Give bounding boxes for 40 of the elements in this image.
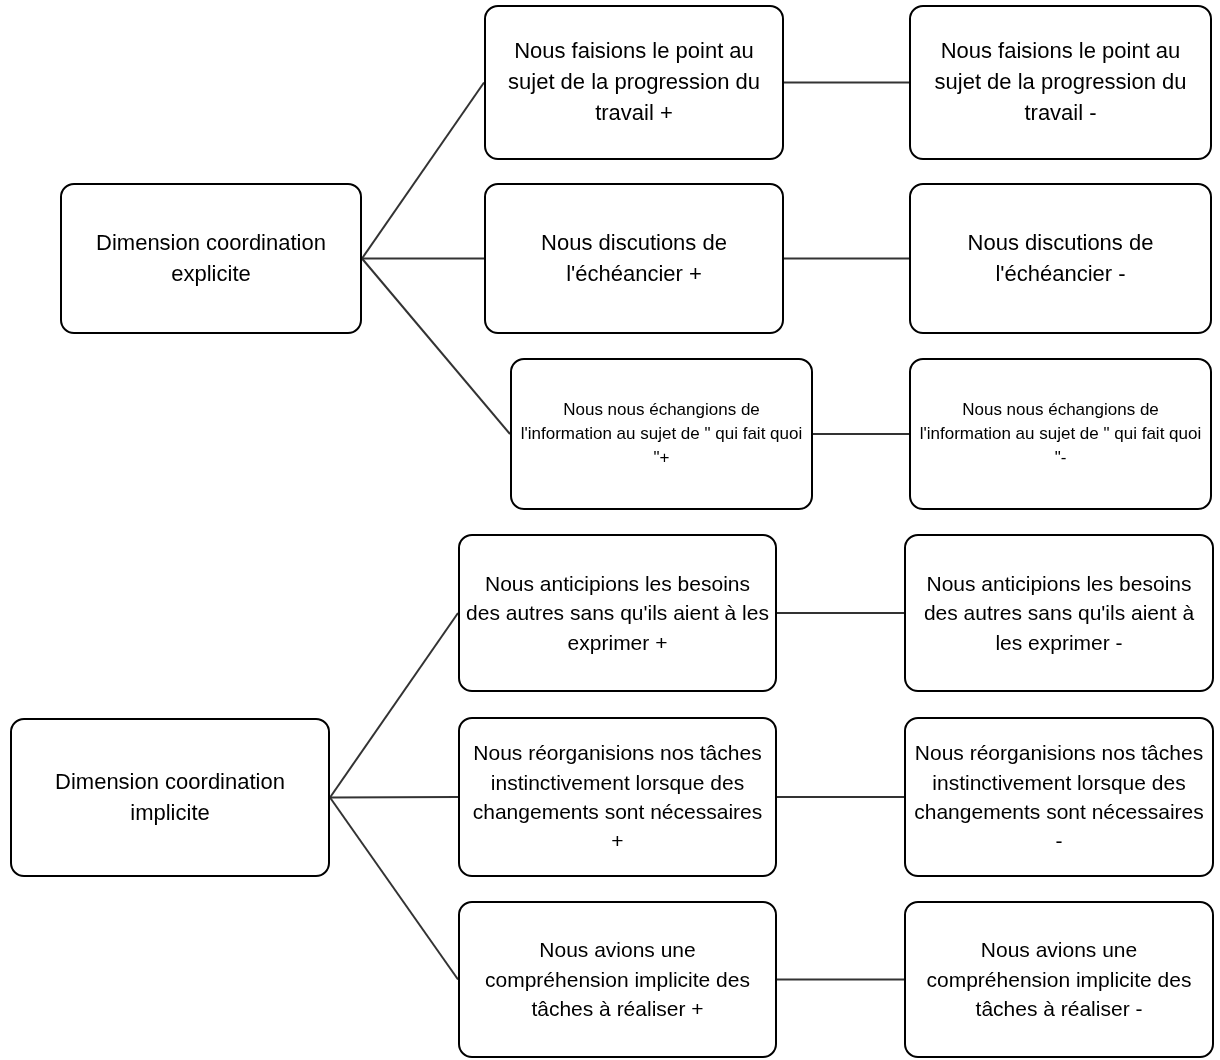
connector-line	[776, 612, 905, 614]
connector-line	[776, 978, 905, 981]
rounded-box	[904, 717, 1214, 877]
connector-line	[329, 612, 459, 799]
box-text: Nous faisions le point au sujet de la progression du travail -	[933, 37, 1188, 127]
connector-line	[361, 81, 485, 260]
connector-line	[812, 433, 910, 435]
connector-line	[329, 796, 459, 981]
connector-line	[783, 257, 910, 260]
box-text: Nous anticipions les besoins des autres sans qu'ils aient à les exprimer -	[922, 570, 1196, 656]
rounded-box	[484, 5, 784, 160]
box-text: Nous faisions le point au sujet de la progression du travail +	[507, 37, 761, 127]
box-text: Nous avions une compréhension implicite des tâches à réaliser -	[925, 937, 1193, 1023]
rounded-box	[10, 718, 330, 877]
rounded-box	[904, 901, 1214, 1058]
rounded-box	[458, 717, 777, 877]
box-text: Dimension coordination explicite	[95, 228, 327, 288]
rounded-box	[60, 183, 362, 334]
connector-line	[783, 81, 910, 84]
connector-line	[361, 257, 511, 435]
box-text: Dimension coordination implicite	[54, 767, 286, 827]
rounded-box	[458, 534, 777, 692]
rounded-box	[904, 534, 1214, 692]
rounded-box	[484, 183, 784, 334]
box-text: Nous réorganisions nos tâches instinctivement lorsque des changements sont nécessaires +	[471, 740, 764, 855]
connector-line	[329, 796, 459, 799]
box-text: Nous réorganisions nos tâches instinctivement lorsque des changements sont nécessaires -	[913, 740, 1205, 855]
rounded-box	[458, 901, 777, 1058]
box-text: Nous anticipions les besoins des autres sans qu'ils aient à les exprimer +	[466, 570, 769, 656]
rounded-box	[909, 183, 1212, 334]
rounded-box	[909, 358, 1212, 510]
box-text: Nous nous échangions de l'information au sujet de " qui fait quoi "+	[519, 399, 804, 469]
box-text: Nous nous échangions de l'information au sujet de " qui fait quoi "-	[918, 399, 1203, 469]
box-text: Nous discutions de l'échéancier +	[540, 228, 728, 288]
rounded-box	[909, 5, 1212, 160]
box-text: Nous avions une compréhension implicite des tâches à réaliser +	[484, 937, 751, 1023]
connector-line	[776, 796, 905, 798]
rounded-box	[510, 358, 813, 510]
connector-line	[361, 257, 485, 260]
box-text: Nous discutions de l'échéancier -	[966, 228, 1155, 288]
